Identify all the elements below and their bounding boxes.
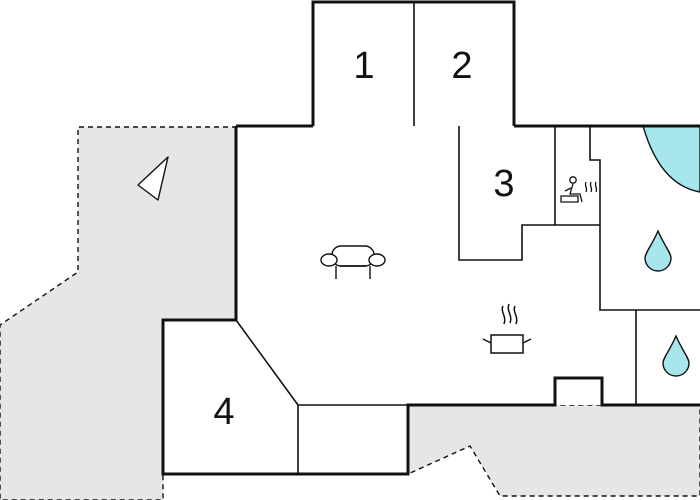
cooking-pot-icon xyxy=(482,303,532,354)
water-drop-icon-2 xyxy=(662,334,690,377)
room-1-label: 1 xyxy=(353,45,374,87)
sauna-icon xyxy=(560,176,598,203)
terrace-bottom xyxy=(407,404,700,497)
room-4-label: 4 xyxy=(213,391,234,433)
room-3-label: 3 xyxy=(493,163,514,205)
water-drop-icon xyxy=(644,229,672,272)
interior-walls xyxy=(235,2,700,474)
tent-icon xyxy=(137,156,169,201)
sofa-icon xyxy=(320,245,386,279)
room-2-label: 2 xyxy=(451,45,472,87)
main-building xyxy=(163,2,700,474)
